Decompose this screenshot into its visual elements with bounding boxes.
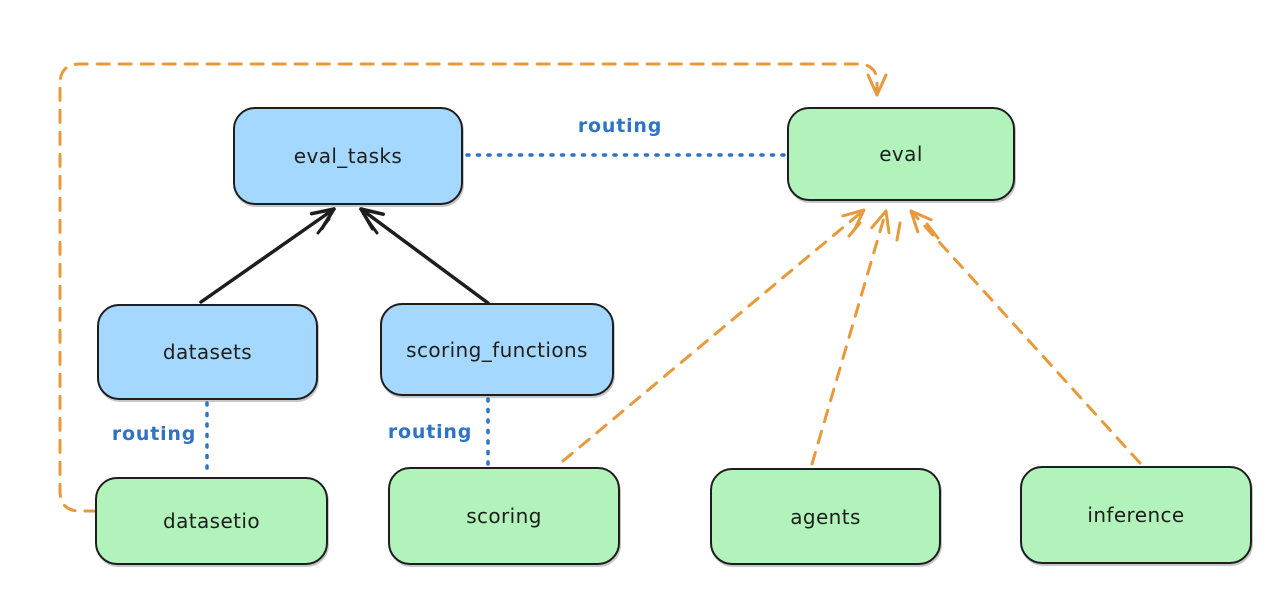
- node-scoring: scoring: [388, 467, 620, 565]
- edge-agents-eval-arrow-sketch: [895, 221, 902, 242]
- edge-scoring-eval-dashed: [561, 208, 866, 463]
- edge-inference-eval-dashed: [909, 209, 1142, 465]
- edge-agents-eval-dashed: [810, 209, 891, 466]
- edge-inference-eval-arrow-sketch: [925, 222, 940, 240]
- edge-datasets-evaltasks-arrow-sketch: [316, 217, 331, 235]
- routing-label-evaltasks-eval: routing: [577, 115, 663, 137]
- edge-scoring-eval-arrow-sketch: [847, 221, 862, 238]
- routing-label-datasets-datasetio: routing: [111, 423, 197, 445]
- node-datasetio: datasetio: [95, 477, 328, 565]
- edge-scoringfunctions-evaltasks-arrow: [359, 207, 490, 305]
- node-datasets: datasets: [97, 304, 318, 400]
- node-agents: agents: [710, 468, 941, 565]
- node-eval: eval: [787, 107, 1015, 201]
- node-eval-tasks: eval_tasks: [233, 107, 463, 205]
- edge-datasets-evaltasks-arrow: [199, 207, 336, 304]
- node-inference: inference: [1020, 466, 1252, 564]
- node-scoring-functions: scoring_functions: [380, 303, 614, 396]
- edge-scoringfunctions-evaltasks-arrow-sketch: [365, 217, 379, 235]
- routing-label-scoringfunctions-scoring: routing: [387, 421, 473, 443]
- edge-datasetio-eval-dashed: [58, 62, 888, 513]
